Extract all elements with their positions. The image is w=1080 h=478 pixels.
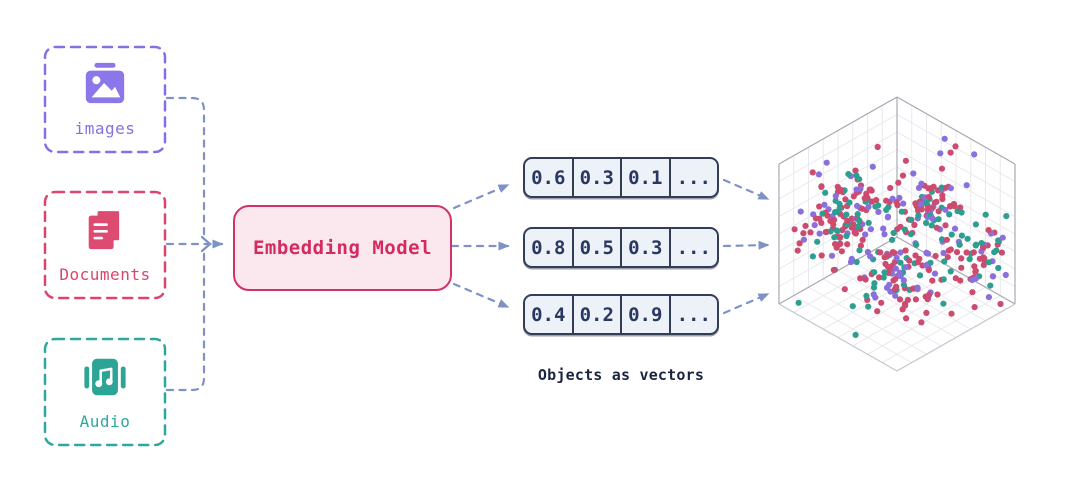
audio-icon [82, 354, 128, 404]
vector-cell: 0.9 [622, 296, 671, 333]
vector-cell-ellipsis: ... [676, 236, 711, 259]
input-box-images: images [45, 47, 165, 152]
vector-cell-ellipsis: ... [676, 303, 711, 326]
document-icon [82, 207, 128, 257]
vector-cell: 0.3 [622, 229, 671, 266]
vectors-caption: Objects as vectors [537, 366, 705, 384]
vector-cell: 0.8 [525, 229, 574, 266]
vector-cell: 0.1 [622, 159, 671, 196]
embedding-model-box: Embedding Model [233, 205, 452, 291]
vector-cell: 0.5 [574, 229, 622, 266]
input-box-documents: Documents [45, 192, 165, 298]
vector-row-2: 0.8 0.5 0.3 ... [523, 227, 719, 268]
vector-cell: 0.6 [525, 159, 574, 196]
embedding-model-label: Embedding Model [252, 237, 433, 259]
input-label-audio: Audio [79, 411, 131, 431]
vector-cell: 0.3 [574, 159, 622, 196]
input-box-audio: Audio [45, 339, 165, 445]
vector-row-1: 0.6 0.3 0.1 ... [523, 157, 719, 198]
vector-row-3: 0.4 0.2 0.9 ... [523, 294, 719, 335]
vector-cell: 0.4 [525, 296, 574, 333]
image-icon [82, 61, 128, 111]
vector-cell: 0.2 [574, 296, 622, 333]
vector-cell-ellipsis: ... [676, 166, 711, 189]
input-label-images: images [74, 119, 136, 138]
input-label-documents: Documents [59, 264, 151, 284]
